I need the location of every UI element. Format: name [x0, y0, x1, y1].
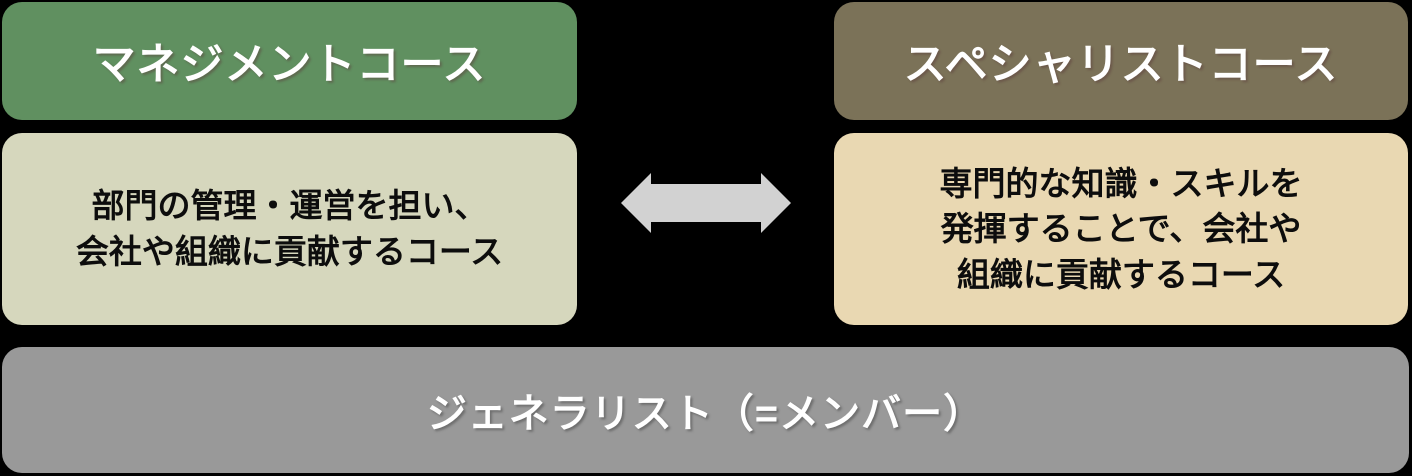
double-headed-arrow-icon	[621, 173, 791, 233]
management-course-description: 部門の管理・運営を担い、 会社や組織に貢献するコース	[75, 187, 504, 270]
specialist-course-header: スペシャリストコース	[834, 2, 1408, 120]
generalist-base-bar: ジェネラリスト（=メンバー）	[2, 347, 1409, 473]
specialist-course-description: 専門的な知識・スキルを 発揮することで、会社や 組織に貢献するコース	[939, 164, 1303, 293]
specialist-course-description-box: 専門的な知識・スキルを 発揮することで、会社や 組織に貢献するコース	[834, 133, 1408, 325]
generalist-base-label: ジェネラリスト（=メンバー）	[426, 392, 985, 436]
specialist-course-title: スペシャリストコース	[903, 41, 1339, 89]
management-course-header: マネジメントコース	[2, 2, 577, 120]
management-course-description-box: 部門の管理・運営を担い、 会社や組織に貢献するコース	[2, 133, 577, 325]
management-course-title: マネジメントコース	[92, 41, 487, 89]
double-headed-arrow-shape	[621, 173, 791, 233]
